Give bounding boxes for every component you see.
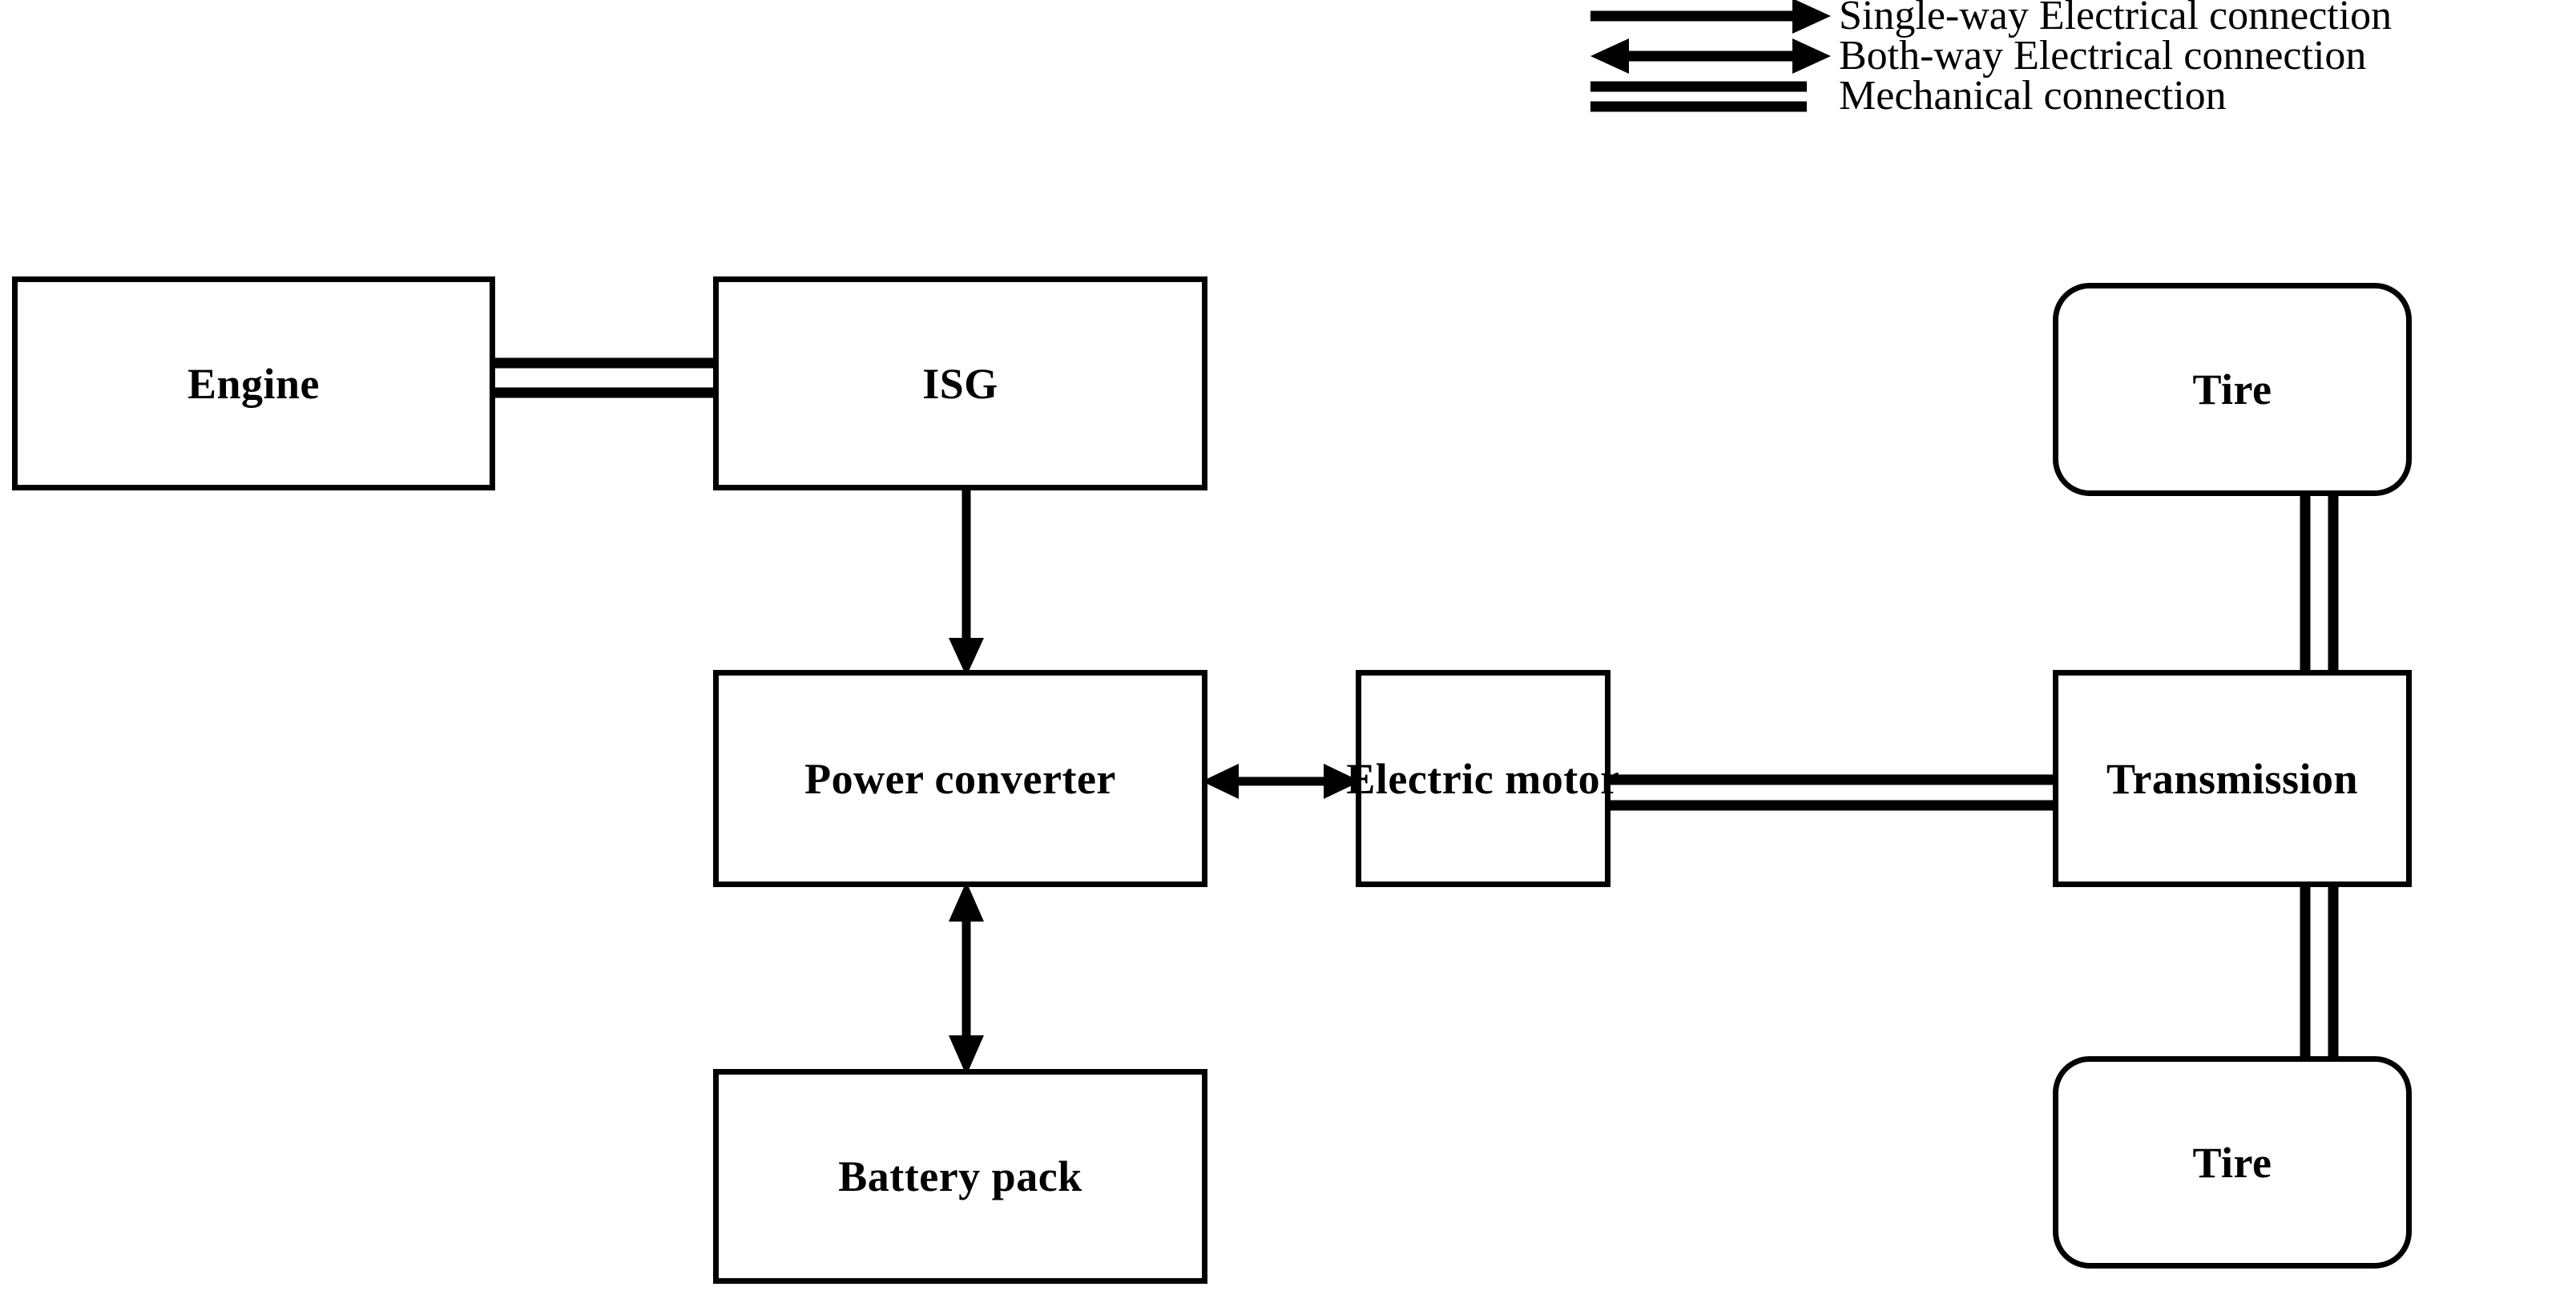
- legend-item-mechanical: Mechanical connection: [1590, 74, 2227, 119]
- block-tire-top[interactable]: Tire: [2053, 283, 2412, 496]
- block-label-electric-motor: Electric motor: [1346, 754, 1620, 803]
- block-transmission[interactable]: Transmission: [2053, 670, 2412, 887]
- connection-isg-power-converter: [945, 486, 987, 676]
- legend-label-single-way: Single-way Electrical connection: [1839, 0, 2393, 38]
- double-line-icon: [1590, 74, 1831, 119]
- block-power-converter[interactable]: Power converter: [713, 670, 1207, 887]
- block-label-engine: Engine: [187, 359, 320, 408]
- legend-item-both-way: Both-way Electrical connection: [1590, 34, 2366, 79]
- block-label-tire-top: Tire: [2192, 365, 2272, 413]
- connection-transmission-tire-bottom: [2295, 881, 2343, 1064]
- block-label-tire-bottom: Tire: [2192, 1138, 2272, 1187]
- connection-transmission-tire-top: [2295, 490, 2343, 676]
- legend-label-mechanical: Mechanical connection: [1839, 73, 2227, 119]
- connection-power-converter-battery: [945, 881, 987, 1075]
- connection-electric-motor-transmission: [1606, 769, 2058, 816]
- block-battery-pack[interactable]: Battery pack: [713, 1069, 1207, 1284]
- legend-label-both-way: Both-way Electrical connection: [1839, 33, 2367, 79]
- single-arrow-right-icon: [1590, 0, 1831, 38]
- legend-item-single-way: Single-way Electrical connection: [1590, 0, 2392, 38]
- block-label-isg: ISG: [922, 359, 998, 408]
- double-arrow-icon: [1590, 34, 1831, 79]
- block-tire-bottom[interactable]: Tire: [2053, 1056, 2412, 1269]
- block-label-battery-pack: Battery pack: [838, 1152, 1082, 1200]
- connection-engine-isg: [490, 353, 718, 405]
- block-electric-motor[interactable]: Electric motor: [1346, 670, 1619, 887]
- block-engine[interactable]: Engine: [12, 276, 495, 490]
- block-label-power-converter: Power converter: [804, 754, 1116, 803]
- block-isg[interactable]: ISG: [713, 276, 1207, 490]
- connection-power-converter-electric-motor: [1202, 760, 1361, 802]
- block-label-transmission: Transmission: [2106, 754, 2359, 803]
